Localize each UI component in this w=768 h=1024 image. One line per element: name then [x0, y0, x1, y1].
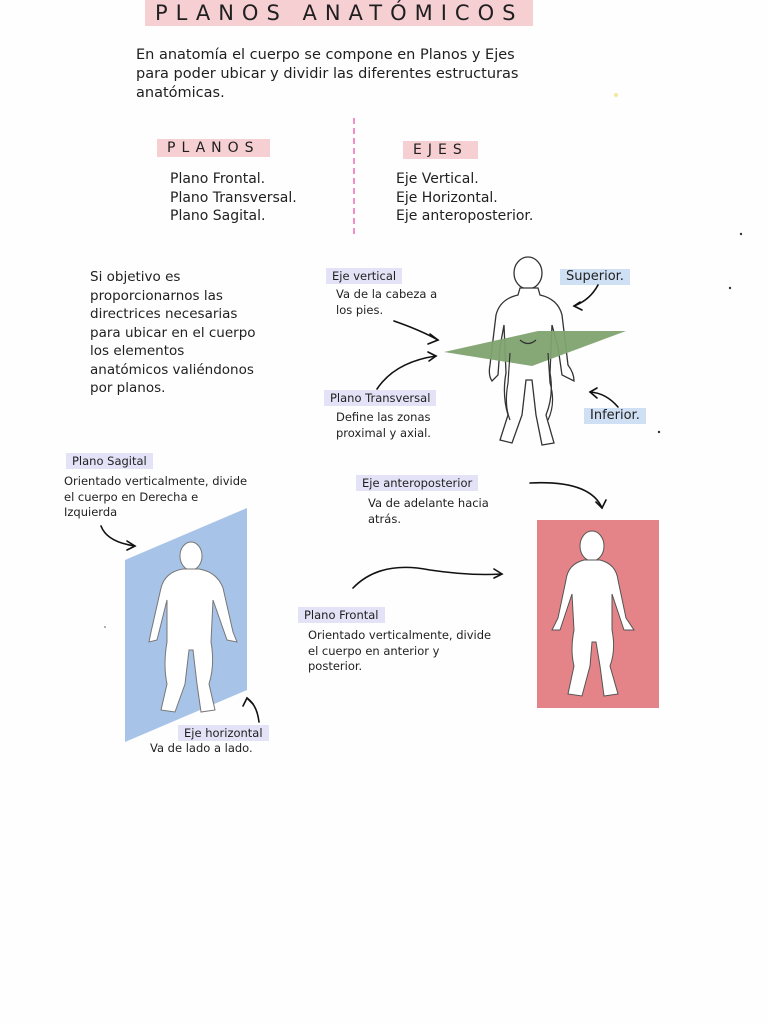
sagittal-figure: [100, 508, 260, 742]
intro-line: En anatomía el cuerpo se compone en Plan…: [136, 47, 515, 63]
desc-line: Izquierda: [64, 505, 118, 519]
desc-line: los pies.: [336, 302, 384, 317]
inferior-label: Inferior.: [584, 408, 646, 424]
yellow-dot: [614, 93, 618, 97]
list-item: Eje Horizontal.: [396, 189, 498, 206]
objective-line: anatómicos valiéndonos: [90, 361, 254, 378]
arrow-icon: [393, 320, 439, 341]
list-item: Plano Frontal.: [170, 171, 266, 187]
speck: [104, 626, 106, 628]
arrows-middle: [352, 481, 607, 589]
objective-line: Si objetivo es: [90, 269, 181, 285]
objective-line: los elementos: [90, 343, 185, 359]
eje-anteroposterior-desc: Va de adelante hacia atrás.: [368, 496, 489, 527]
arrow-icon: [100, 525, 136, 547]
desc-line: Define las zonas: [336, 410, 431, 424]
desc-line: Orientado verticalmente, divide: [308, 628, 492, 642]
desc-line: el cuerpo en anterior y: [308, 643, 440, 658]
page-title: PLANOS ANATÓMICOS: [145, 0, 534, 26]
head-icon: [179, 541, 203, 571]
list-item: Eje anteroposterior.: [396, 208, 534, 224]
transversal-plane: [444, 331, 626, 366]
plano-frontal-desc: Orientado verticalmente, divide el cuerp…: [308, 628, 491, 675]
ejes-heading: EJES: [403, 141, 478, 159]
head-icon: [579, 530, 605, 562]
eje-vertical-label: Eje vertical: [326, 268, 403, 284]
arrow-icon: [376, 355, 437, 390]
plano-transversal-label: Plano Transversal: [324, 390, 437, 406]
intro-line: anatómicas.: [136, 85, 225, 101]
objective-line: directrices necesarias: [90, 306, 238, 322]
eje-vertical-desc: Va de la cabeza a los pies.: [336, 287, 437, 318]
desc-line: atrás.: [368, 511, 401, 526]
planos-heading: PLANOS: [157, 139, 270, 157]
planos-list: Plano Frontal. Plano Transversal. Plano …: [170, 170, 297, 226]
plano-transversal-desc: Define las zonas proximal y axial.: [336, 410, 431, 441]
intro-paragraph: En anatomía el cuerpo se compone en Plan…: [136, 46, 586, 103]
list-item: Plano Sagital.: [170, 208, 266, 224]
arrow-icon: [352, 566, 503, 589]
desc-line: Va de adelante hacia: [368, 496, 489, 510]
eje-anteroposterior-label: Eje anteroposterior: [356, 475, 479, 491]
desc-line: posterior.: [308, 659, 363, 673]
plano-frontal-label: Plano Frontal: [298, 607, 385, 623]
desc-line: Va de la cabeza a: [336, 287, 438, 301]
frontal-figure: [537, 520, 659, 708]
desc-line: el cuerpo en Derecha e: [64, 489, 199, 504]
arrows-top: [376, 232, 743, 434]
arrow-icon: [529, 481, 603, 509]
plano-sagital-desc: Orientado verticalmente, divide el cuerp…: [64, 474, 247, 521]
desc-line: proximal y axial.: [336, 425, 431, 440]
list-item: Eje Vertical.: [396, 171, 479, 187]
column-divider: [353, 118, 355, 234]
objective-line: para ubicar en el cuerpo: [90, 324, 256, 341]
objective-line: proporcionarnos las: [90, 287, 223, 304]
list-item: Plano Transversal.: [170, 189, 297, 206]
plano-sagital-label: Plano Sagital: [66, 453, 153, 469]
arrow-icon: [589, 391, 619, 408]
superior-label: Superior.: [560, 269, 630, 285]
objective-line: por planos.: [90, 380, 166, 396]
eje-horizontal-label: Eje horizontal: [178, 725, 269, 741]
desc-line: Orientado verticalmente, divide: [64, 474, 248, 488]
ejes-list: Eje Vertical. Eje Horizontal. Eje antero…: [396, 170, 533, 226]
eje-horizontal-desc: Va de lado a lado.: [150, 741, 253, 755]
intro-line: para poder ubicar y dividir las diferent…: [136, 66, 519, 82]
objective-paragraph: Si objetivo es proporcionarnos las direc…: [90, 268, 256, 398]
arrow-icon: [246, 697, 260, 723]
transversal-figure: [444, 256, 626, 446]
